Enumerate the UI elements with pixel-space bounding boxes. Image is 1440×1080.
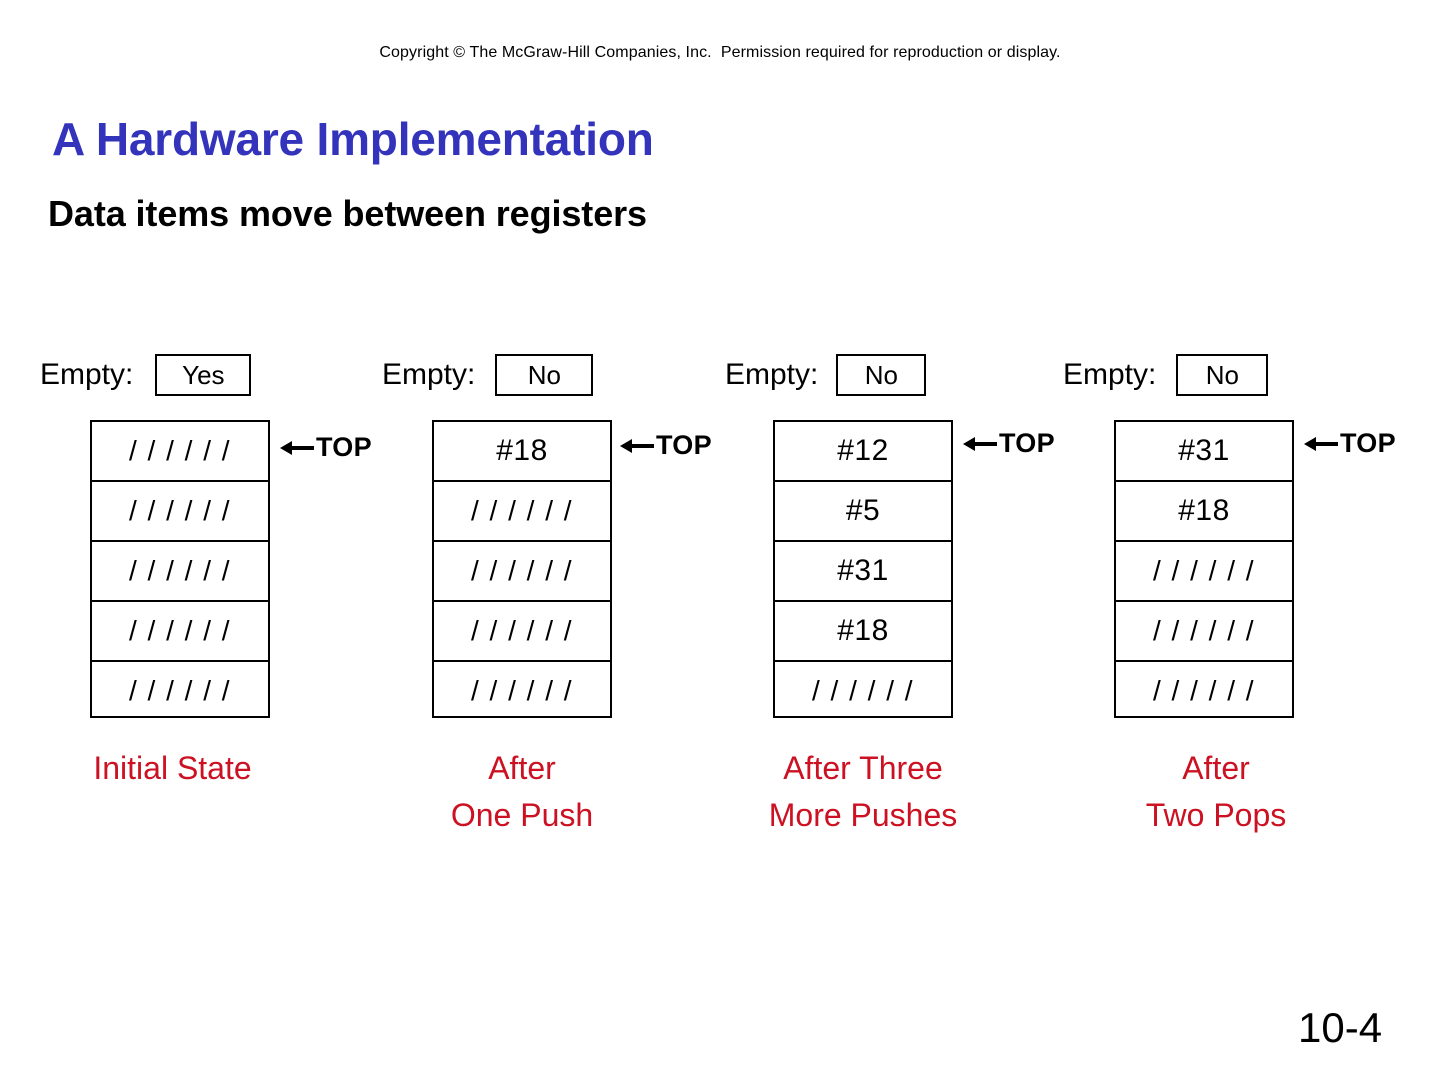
arrow-left-icon bbox=[620, 435, 654, 457]
top-pointer-2: TOP bbox=[620, 430, 712, 461]
caption-2: After One Push bbox=[450, 750, 594, 833]
empty-label-2: Empty: bbox=[382, 358, 476, 391]
stack-cell: #18 bbox=[434, 422, 610, 482]
top-label-3: TOP bbox=[999, 428, 1055, 458]
top-pointer-1: TOP bbox=[280, 432, 372, 463]
stack-cell: / / / / / / bbox=[92, 482, 268, 542]
stack-cell: / / / / / / bbox=[92, 602, 268, 662]
empty-status-row-3: Empty: No bbox=[725, 354, 927, 396]
stack-registers-3: #12 #5 #31 #18 / / / / / / bbox=[773, 420, 953, 718]
top-label-2: TOP bbox=[656, 430, 712, 460]
stack-cell: #18 bbox=[775, 602, 951, 662]
empty-value-box-4: No bbox=[1176, 354, 1269, 396]
arrow-left-icon bbox=[280, 437, 314, 459]
empty-status-row-2: Empty: No bbox=[382, 354, 594, 396]
stack-cell: #31 bbox=[775, 542, 951, 602]
stack-cell: / / / / / / bbox=[470, 675, 574, 706]
empty-label-1: Empty: bbox=[40, 358, 134, 391]
top-pointer-4: TOP bbox=[1304, 428, 1396, 459]
empty-label-3: Empty: bbox=[725, 358, 819, 391]
stack-cell: / / / / / / bbox=[1116, 542, 1292, 602]
stack-cell: #5 bbox=[775, 482, 951, 542]
stack-cell: / / / / / / bbox=[434, 482, 610, 542]
stack-cell: #12 bbox=[775, 422, 951, 482]
stack-cell: #18 bbox=[1116, 482, 1292, 542]
stack-cell: / / / / / / bbox=[434, 602, 610, 662]
top-label-1: TOP bbox=[316, 432, 372, 462]
empty-value-box-3: No bbox=[836, 354, 927, 396]
stack-cell: / / / / / / bbox=[1116, 602, 1292, 662]
top-label-4: TOP bbox=[1340, 428, 1396, 458]
stack-cell: / / / / / / bbox=[1152, 675, 1256, 706]
top-pointer-3: TOP bbox=[963, 428, 1055, 459]
copyright-notice: Copyright © The McGraw-Hill Companies, I… bbox=[379, 44, 1061, 61]
stack-cell: / / / / / / bbox=[434, 542, 610, 602]
arrow-left-icon bbox=[1304, 433, 1338, 455]
empty-value-box-2: No bbox=[495, 354, 594, 396]
arrow-left-icon bbox=[963, 433, 997, 455]
caption-3: After Three More Pushes bbox=[768, 750, 958, 833]
stack-cell: / / / / / / bbox=[92, 542, 268, 602]
empty-status-row-1: Empty: Yes bbox=[40, 354, 252, 396]
empty-value-box-1: Yes bbox=[155, 354, 252, 396]
empty-label-4: Empty: bbox=[1063, 358, 1157, 391]
empty-status-row-4: Empty: No bbox=[1063, 354, 1269, 396]
stack-cell: / / / / / / bbox=[92, 422, 268, 482]
stack-cell: / / / / / / bbox=[811, 675, 915, 706]
caption-4: After Two Pops bbox=[1145, 750, 1287, 833]
caption-1: Initial State bbox=[93, 750, 252, 786]
stack-registers-2: #18 / / / / / / / / / / / / / / / / / / … bbox=[432, 420, 612, 718]
stack-registers-4: #31 #18 / / / / / / / / / / / / / / / / … bbox=[1114, 420, 1294, 718]
stack-cell: / / / / / / bbox=[128, 675, 232, 706]
page-title: A Hardware Implementation bbox=[52, 113, 654, 165]
stack-registers-1: / / / / / / / / / / / / / / / / / / / / … bbox=[90, 420, 270, 718]
page-subtitle: Data items move between registers bbox=[48, 193, 647, 234]
stack-cell: #31 bbox=[1116, 422, 1292, 482]
page-number: 10-4 bbox=[1298, 1004, 1383, 1051]
